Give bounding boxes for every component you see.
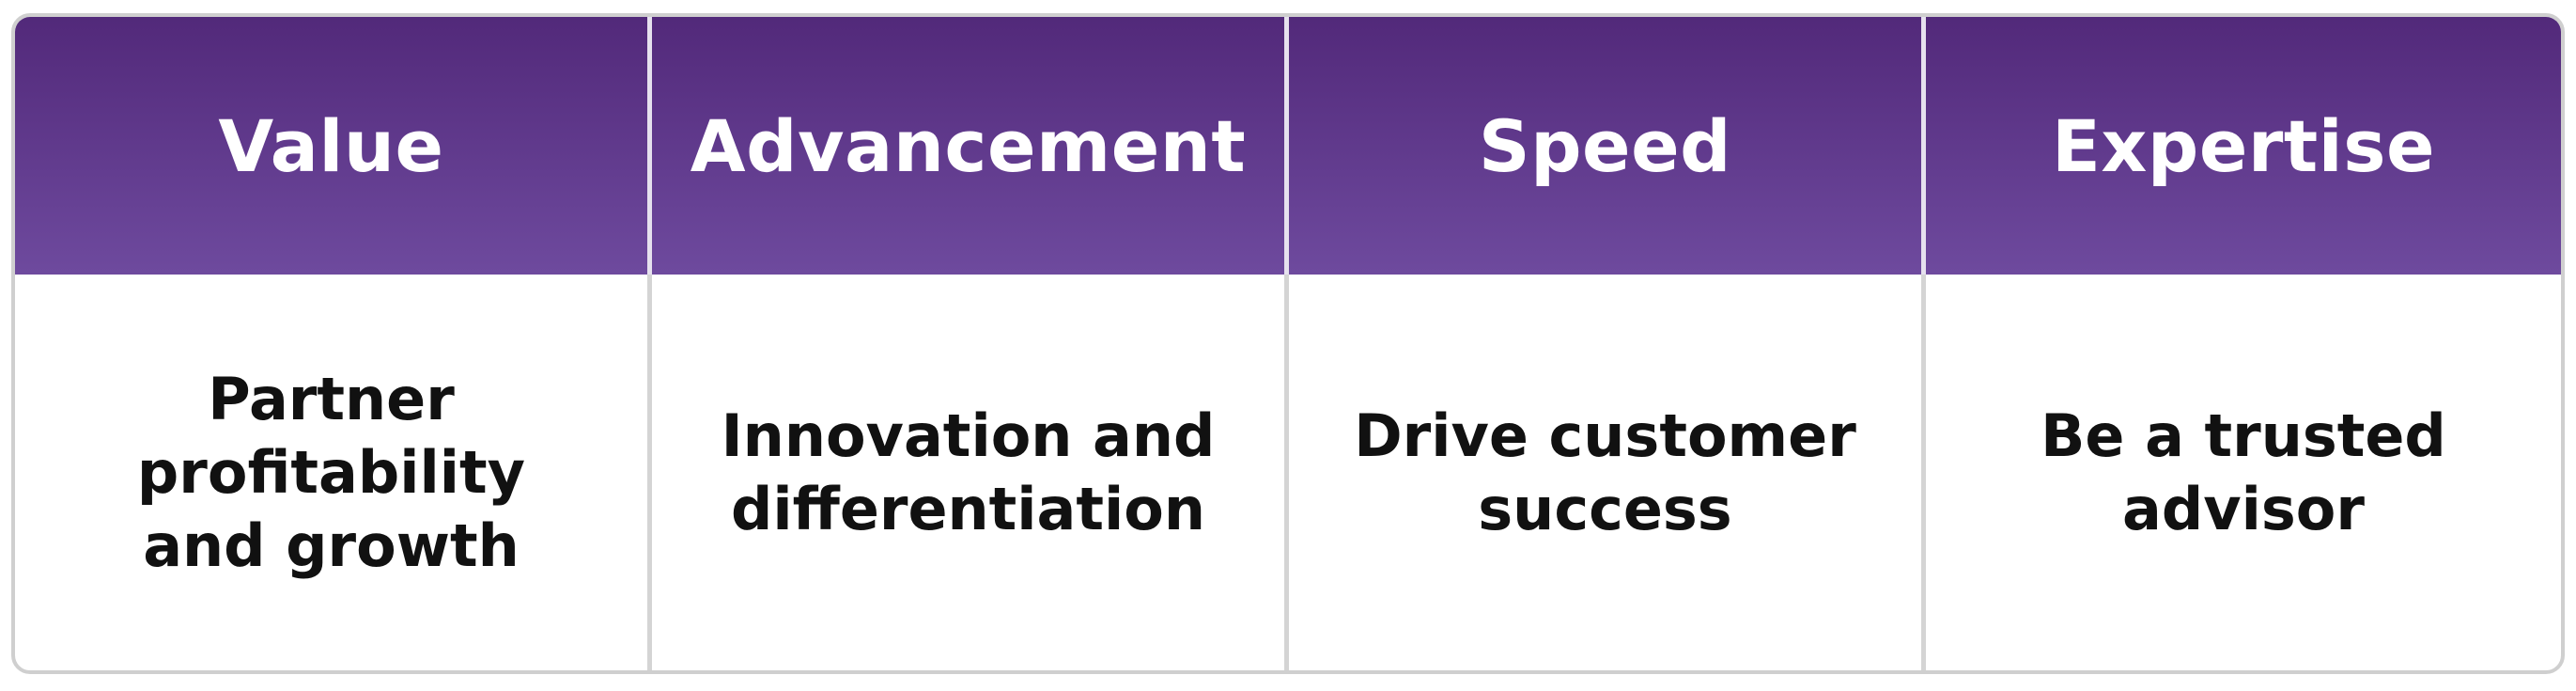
header-speed: Speed [1289, 17, 1926, 275]
cell-line: Innovation and [721, 400, 1216, 470]
values-table: Value Advancement Speed Expertise Partne… [11, 13, 2565, 674]
header-label: Expertise [2051, 103, 2436, 188]
header-advancement: Advancement [652, 17, 1289, 275]
header-value: Value [15, 17, 652, 275]
cell-speed: Drive customer success [1289, 275, 1926, 670]
cell-line: profitability [136, 437, 526, 507]
cell-line: differentiation [730, 474, 1205, 543]
cell-expertise: Be a trusted advisor [1926, 275, 2561, 670]
header-label: Advancement [690, 103, 1247, 188]
header-expertise: Expertise [1926, 17, 2561, 275]
cell-line: and growth [143, 510, 520, 580]
cell-value: Partner profitability and growth [15, 275, 652, 670]
cell-advancement: Innovation and differentiation [652, 275, 1289, 670]
cell-line: Drive customer [1354, 400, 1856, 470]
cell-line: Be a trusted [2041, 400, 2446, 470]
header-label: Speed [1478, 103, 1732, 188]
header-label: Value [218, 103, 444, 188]
cell-line: success [1478, 474, 1732, 543]
cell-line: Partner [208, 364, 455, 433]
cell-line: advisor [2122, 474, 2365, 543]
